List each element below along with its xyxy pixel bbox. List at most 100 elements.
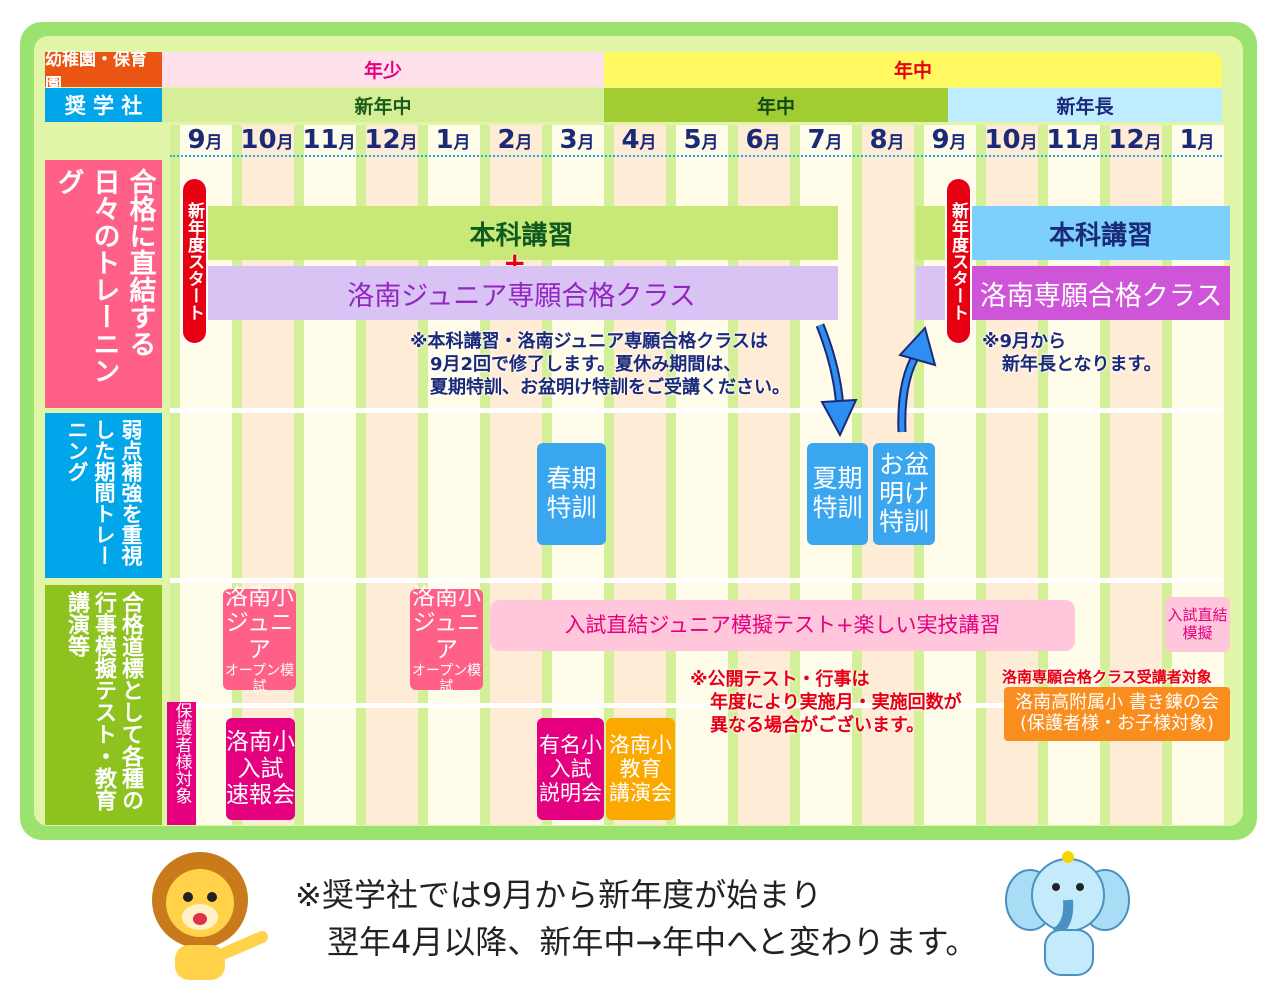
box-line: 有名小	[539, 732, 602, 757]
month-number: 5	[683, 125, 702, 155]
row-label-events-text: 合格道標として各種の行事模擬テスト・教育講演等	[64, 591, 143, 811]
period-shin-nencho: 新年長	[948, 88, 1222, 122]
month-suffix: 月	[887, 133, 905, 153]
column-stripe	[480, 125, 490, 825]
events-note: ※公開テスト・行事は 年度により実施月・実施回数が 異なる場合がございます。	[690, 668, 962, 737]
box-line: オープン模試	[224, 663, 295, 696]
box-line: お盆	[878, 449, 929, 479]
note-line: 年度により実施月・実施回数が	[710, 692, 962, 713]
box-line: (保護者様・お子様対象)	[1019, 713, 1215, 734]
period-shin-nenchu: 新年中	[162, 88, 604, 122]
month-number: 2	[497, 125, 516, 155]
footer-note: ※奨学社では9月から新年度が始まり 翌年4月以降、新年中→年中へと変わります。	[295, 872, 977, 966]
parents-target-text: 保護者様対象	[171, 702, 192, 804]
month-suffix: 月	[1197, 133, 1215, 153]
month-label: 10月	[236, 125, 298, 155]
box-line: ジュニア	[225, 610, 294, 663]
month-label: 2月	[484, 125, 546, 155]
month-number: 4	[621, 125, 640, 155]
month-number: 11	[1046, 125, 1083, 155]
column-stripe	[418, 125, 428, 825]
box-line: オープン模試	[411, 663, 482, 696]
box-line: 速報会	[226, 782, 295, 809]
row-separator	[170, 408, 1222, 413]
month-label: 1月	[1166, 125, 1228, 155]
column-stripe	[666, 125, 676, 825]
box-line: 明け	[878, 478, 929, 508]
column-stripe	[790, 125, 800, 825]
junior-class-bar: 洛南ジュニア専願合格クラス	[205, 266, 838, 320]
column-stripe	[356, 125, 366, 825]
month-number: 12	[364, 125, 401, 155]
month-label: 9月	[918, 125, 980, 155]
month-number: 9	[187, 125, 206, 155]
month-suffix: 月	[639, 133, 657, 153]
flash-report-box: 洛南小入試速報会	[226, 718, 295, 820]
box-line: 特訓	[546, 493, 597, 522]
month-suffix: 月	[1020, 133, 1038, 153]
month-suffix: 月	[276, 133, 294, 153]
month-suffix: 月	[949, 133, 967, 153]
transition-arrows-icon	[815, 323, 937, 438]
month-label: 8月	[856, 125, 918, 155]
column-stripe	[232, 125, 242, 825]
month-label: 11月	[298, 125, 360, 155]
month-label: 3月	[546, 125, 608, 155]
month-number: 8	[869, 125, 888, 155]
month-number: 10	[984, 125, 1021, 155]
note-line: ※本科講習・洛南ジュニア専願合格クラスは	[410, 331, 768, 352]
box-line: 入試	[237, 755, 284, 782]
month-number: 1	[435, 125, 454, 155]
month-number: 7	[807, 125, 826, 155]
open-test-box: 洛南小ジュニアオープン模試	[223, 584, 296, 695]
box-line: 洛南高附属小 書き鍊の会	[1015, 692, 1219, 714]
elephant-mascot-icon	[1005, 851, 1130, 976]
column-stripe	[1100, 125, 1110, 825]
honka-bar: 本科講習	[205, 206, 838, 260]
education-lecture-box: 洛南小教育講演会	[606, 718, 675, 820]
month-suffix: 月	[577, 133, 595, 153]
row-separator	[196, 703, 1222, 708]
summer-intensive-box: 夏期特訓	[807, 443, 868, 545]
box-line: 特訓	[878, 507, 929, 537]
column-stripe	[1038, 125, 1048, 825]
box-line: 模擬	[1182, 623, 1213, 642]
obon-intensive-box: お盆明け特訓	[873, 443, 935, 545]
month-suffix: 月	[701, 133, 719, 153]
box-line: 洛南小	[226, 729, 295, 756]
note-line: 異なる場合がございます。	[710, 715, 925, 736]
box-line: 教育	[619, 756, 662, 781]
month-suffix: 月	[400, 133, 418, 153]
month-number: 9	[931, 125, 950, 155]
new-nencho-note: ※9月から 新年長となります。	[982, 330, 1162, 376]
month-suffix: 月	[1144, 133, 1162, 153]
month-number: 6	[745, 125, 764, 155]
new-year-start-pill: 新年度スタート	[181, 177, 208, 345]
month-number: 10	[240, 125, 277, 155]
row-label-events: 合格道標として各種の行事模擬テスト・教育講演等	[45, 585, 162, 825]
box-line: 夏期	[812, 464, 863, 494]
box-line: 入試直結	[1167, 606, 1228, 625]
school-label: 奨 学 社	[45, 88, 162, 122]
box-line: 洛南小	[609, 732, 672, 757]
month-label: 1月	[422, 125, 484, 155]
row-label-daily-text: 合格に直結する日々のトレーニング	[52, 168, 156, 384]
class-target-label: 洛南専願合格クラス受講者対象	[1002, 668, 1212, 686]
month-suffix: 月	[763, 133, 781, 153]
month-label: 4月	[608, 125, 670, 155]
column-stripe	[976, 125, 986, 825]
box-line: 洛南小	[225, 583, 294, 610]
month-label: 12月	[1104, 125, 1166, 155]
month-label: 11月	[1042, 125, 1104, 155]
month-number: 11	[302, 125, 339, 155]
month-suffix: 月	[1082, 133, 1100, 153]
box-line: 洛南小	[412, 583, 481, 610]
row-separator	[170, 578, 1222, 583]
note-line: ※9月から	[982, 331, 1067, 352]
daily-note: ※本科講習・洛南ジュニア専願合格クラスは 9月2回で修了します。夏休み期間は、 …	[410, 330, 790, 399]
parents-target-label: 保護者様対象	[167, 702, 196, 825]
month-number: 1	[1179, 125, 1198, 155]
footer-line: 翌年4月以降、新年中→年中へと変わります。	[327, 923, 978, 961]
spring-intensive-box: 春期特訓	[537, 443, 606, 545]
month-label: 5月	[670, 125, 732, 155]
